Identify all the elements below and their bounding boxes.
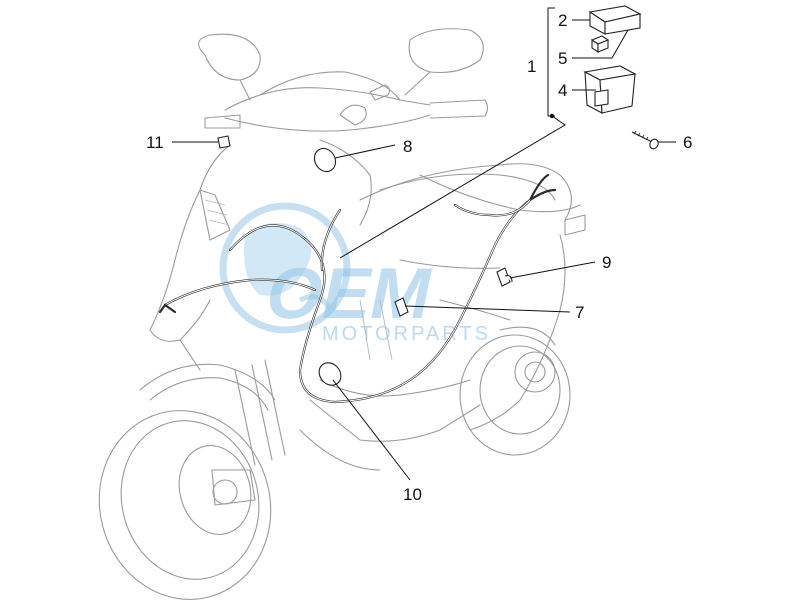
- callout-6: 6: [683, 133, 692, 152]
- callout-8: 8: [403, 137, 412, 156]
- part-9-cable-clip: [496, 267, 513, 287]
- callout-10: 10: [403, 485, 422, 504]
- wiring-harness: [158, 173, 557, 404]
- callout-labels: 1 2 4 5 6 7 8 9 10 11: [146, 11, 692, 504]
- callout-11: 11: [146, 133, 164, 152]
- callout-1: 1: [527, 57, 536, 76]
- watermark: OEM MOTORPARTS: [219, 202, 491, 345]
- part-5-fuse: [590, 35, 610, 54]
- part-8-band-clamp: [313, 147, 337, 173]
- callout-5: 5: [558, 49, 567, 68]
- part-6-screw: [631, 130, 659, 150]
- callout-2: 2: [558, 11, 567, 30]
- part-2-cover: [588, 5, 642, 35]
- globe-icon: [219, 202, 351, 334]
- watermark-sub: MOTORPARTS: [322, 323, 491, 345]
- callout-9: 9: [602, 253, 611, 272]
- callout-4: 4: [558, 81, 567, 100]
- watermark-brand: OEM: [259, 254, 440, 334]
- scooter-outline: [98, 28, 586, 600]
- part-10-band-clamp: [318, 362, 342, 386]
- part-4-fuse-box: [583, 65, 637, 114]
- callout-7: 7: [575, 303, 584, 322]
- leader-lines: [172, 7, 676, 481]
- part-11-clip: [217, 135, 231, 149]
- part-7-cable-clip: [394, 297, 409, 317]
